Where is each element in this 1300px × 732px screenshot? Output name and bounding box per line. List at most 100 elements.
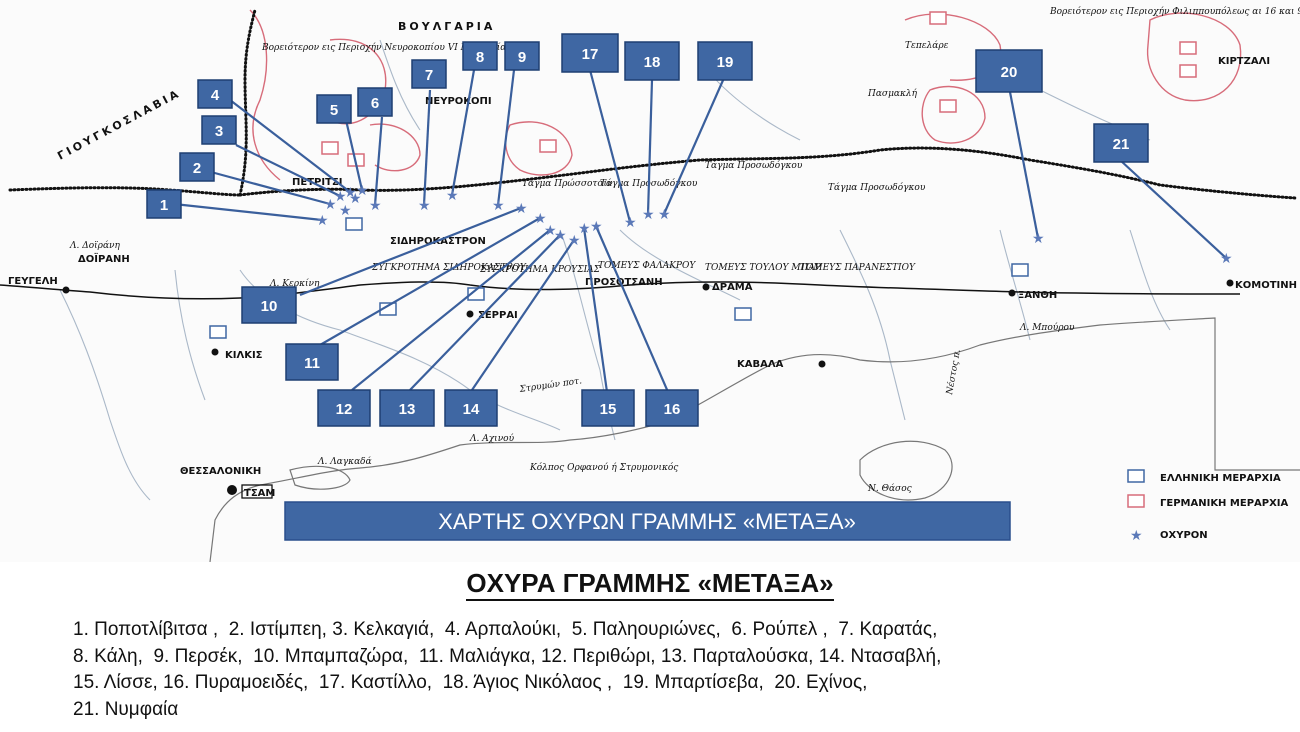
fort-item-8: 8. Κάλη,	[73, 645, 143, 667]
fort-box-12[interactable]: 12	[317, 389, 371, 427]
fort-box-19[interactable]: 19	[697, 41, 753, 81]
sector-falakrou-label: ΤΟΜΕΥΣ ΦΑΛΑΚΡΟΥ	[598, 261, 696, 271]
fort-box-4-label: 4	[211, 87, 220, 104]
doirani-label: ΔΟΪΡΑΝΗ	[78, 251, 130, 265]
fort-box-1-label: 1	[160, 197, 168, 214]
fort-box-5-label: 5	[330, 102, 338, 119]
thessaloniki-label: ΘΕΣΣΑΛΟΝΙΚΗ	[180, 466, 261, 477]
fort-star-icon: ★	[554, 227, 567, 243]
fort-star-icon: ★	[658, 206, 671, 222]
greek-division-flags	[209, 217, 1029, 339]
fort-star-icon: ★	[568, 232, 581, 248]
gevgeli-label: ΓΕΥΓΕΛΗ	[8, 276, 58, 287]
city-markers	[62, 279, 1234, 499]
fort-star-icon: ★	[446, 187, 459, 203]
fort-box-9-label: 9	[518, 49, 526, 66]
leader-lines	[173, 69, 1227, 393]
fort-legend-icon: ★	[1130, 527, 1143, 543]
borders	[8, 8, 1297, 200]
fort-star-icon: ★	[590, 218, 603, 234]
fort-box-6-label: 6	[371, 95, 379, 112]
nevrokopi-label: ΝΕΥΡΟΚΟΠΙ	[425, 96, 492, 107]
fort-box-4[interactable]: 4	[197, 79, 233, 109]
fort-box-20[interactable]: 20	[975, 49, 1043, 93]
thasos-label: Ν. Θάσος	[867, 483, 913, 494]
fort-star-icon: ★	[344, 184, 357, 200]
fort-box-18[interactable]: 18	[624, 41, 680, 81]
fort-list: 1. Ποποτλίβιτσα , 2. Ιστίμπεη, 3. Κελκαγ…	[73, 617, 1283, 723]
map-banner-title: ΧΑΡΤΗΣ ΟΧΥΡΩΝ ΓΡΑΜΜΗΣ «ΜΕΤΑΞΑ»	[438, 509, 856, 534]
fort-box-10[interactable]: 10	[241, 286, 297, 324]
tsam-label: ΤΣΑΜ	[244, 488, 275, 499]
gulf-label: Κόλπος Ορφανού ή Στρυμονικός	[529, 462, 679, 473]
serres-label: ΣΕΡΡΑΙ	[478, 310, 518, 321]
fort-box-17-label: 17	[582, 46, 599, 63]
fort-star-icon: ★	[624, 214, 637, 230]
fort-star-icon: ★	[339, 202, 352, 218]
bulgaria-label: ΒΟΥΛΓΑΡΙΑ	[398, 20, 495, 33]
fort-star-icon: ★	[369, 197, 382, 213]
fort-box-9[interactable]: 9	[504, 41, 540, 71]
fort-star-icon: ★	[544, 222, 557, 238]
fort-box-5[interactable]: 5	[316, 94, 352, 124]
fort-box-17[interactable]: 17	[561, 33, 619, 73]
fort-star-icon: ★	[578, 220, 591, 236]
fort-box-14[interactable]: 14	[444, 389, 498, 427]
note-right-label: Βορειότερον εις Περιοχήν Φιλιππουπόλεως …	[1049, 6, 1300, 17]
prosotsani-label: ΠΡΟΣΟΤΣΑΝΗ	[585, 277, 663, 288]
fort-box-14-label: 14	[463, 401, 480, 418]
sector-mpar-label: ΤΟΜΕΥΣ ΤΟΥΛΟΥ ΜΠΑΡ	[705, 263, 822, 273]
map-banner: ΧΑΡΤΗΣ ΟΧΥΡΩΝ ΓΡΑΜΜΗΣ «ΜΕΤΑΞΑ»	[284, 501, 1011, 541]
kirtzali-label: ΚΙΡΤΖΑΛΙ	[1218, 56, 1270, 67]
greek-division-legend-icon	[1127, 469, 1145, 483]
fort-box-2[interactable]: 2	[179, 152, 215, 182]
fort-box-15-label: 15	[600, 401, 617, 418]
fort-box-15[interactable]: 15	[581, 389, 635, 427]
fort-star-icon: ★	[418, 197, 431, 213]
fort-box-11[interactable]: 11	[285, 343, 339, 381]
fort-box-6[interactable]: 6	[357, 87, 393, 117]
fort-box-7-label: 7	[425, 67, 433, 84]
l-doirani-label: Λ. Δοϊράνη	[69, 240, 121, 251]
l-lagkada-label: Λ. Λαγκαδά	[317, 456, 372, 467]
tagma-1-label: Τάγμα Πρώσσοτσιν	[522, 178, 613, 189]
fort-item-6: 6. Ρούπελ ,	[731, 619, 828, 640]
fort-box-3-label: 3	[215, 123, 223, 140]
fort-item-4: 4. Αρπαλούκι,	[444, 619, 562, 640]
fort-item-20: 20. Εχίνος,	[774, 672, 868, 693]
fort-box-13[interactable]: 13	[379, 389, 435, 427]
fort-star-icon: ★	[349, 190, 362, 206]
fort-list-line-3: 15. Λίσσε, 16. Πυραμοειδές, 17. Καστίλλο…	[73, 670, 1283, 697]
drama-label: ΔΡΑΜΑ	[712, 282, 753, 293]
sector-nestos-label: ΤΟΜΕΥΣ ΠΑΡΑΝΕΣΤΙΟΥ	[800, 263, 916, 273]
fort-item-5: 5. Παληουριώνες,	[571, 619, 721, 640]
petritsi-label: ΠΕΤΡΙΤΣΙ	[292, 177, 342, 188]
kilkis-label: ΚΙΛΚΙΣ	[225, 350, 263, 361]
fort-box-7[interactable]: 7	[411, 59, 447, 89]
fort-item-19: 19. Μπαρτίσεβα,	[622, 672, 764, 693]
fort-item-14: 14. Ντασαβλή,	[818, 645, 942, 667]
fort-item-15: 15. Λίσσε,	[73, 672, 158, 693]
l-mpourou-label: Λ. Μπούρου	[1019, 322, 1075, 333]
fort-item-21: 21. Νυμφαία	[73, 698, 179, 720]
fort-item-12: 12. Περιθώρι,	[540, 645, 656, 667]
fort-star-icon: ★	[316, 212, 329, 228]
fort-box-21[interactable]: 21	[1093, 123, 1149, 163]
fort-item-9: 9. Περσέκ,	[153, 645, 243, 667]
fort-item-7: 7. Καρατάς,	[838, 619, 938, 640]
fort-star-icon: ★	[1220, 250, 1233, 266]
fort-box-1[interactable]: 1	[146, 189, 182, 219]
fort-box-16[interactable]: 16	[645, 389, 699, 427]
fort-item-2: 2. Ιστίμπεη,	[228, 619, 327, 640]
fort-item-11: 11. Μαλιάγκα,	[418, 645, 536, 667]
fort-box-3[interactable]: 3	[201, 115, 237, 145]
fortification-map: ΒΟΥΛΓΑΡΙΑ ΓΙΟΥΓΚΟΣΛΑΒΙΑ ΝΕΥΡΟΚΟΠΙ ΠΕΤΡΙΤ…	[0, 6, 1300, 562]
fort-box-20-label: 20	[1001, 64, 1018, 81]
page-title: ΟΧΥΡΑ ΓΡΑΜΜΗΣ «ΜΕΤΑΞΑ»	[0, 568, 1300, 601]
group-sidirokastro-label: ΣΥΓΚΡΟΤΗΜΑ ΣΙΔΗΡΟΚΑΣΤΡΟΥ	[371, 263, 527, 273]
fort-box-8[interactable]: 8	[462, 41, 498, 71]
fort-star-icon: ★	[334, 188, 347, 204]
map-legend: ΕΛΛΗΝΙΚΗ ΜΕΡΑΡΧΙΑ ΓΕΡΜΑΝΙΚΗ ΜΕΡΑΡΧΙΑ ★ Ο…	[1127, 469, 1289, 543]
kavala-label: ΚΑΒΑΛΑ	[737, 359, 784, 370]
fort-star-icon: ★	[642, 206, 655, 222]
